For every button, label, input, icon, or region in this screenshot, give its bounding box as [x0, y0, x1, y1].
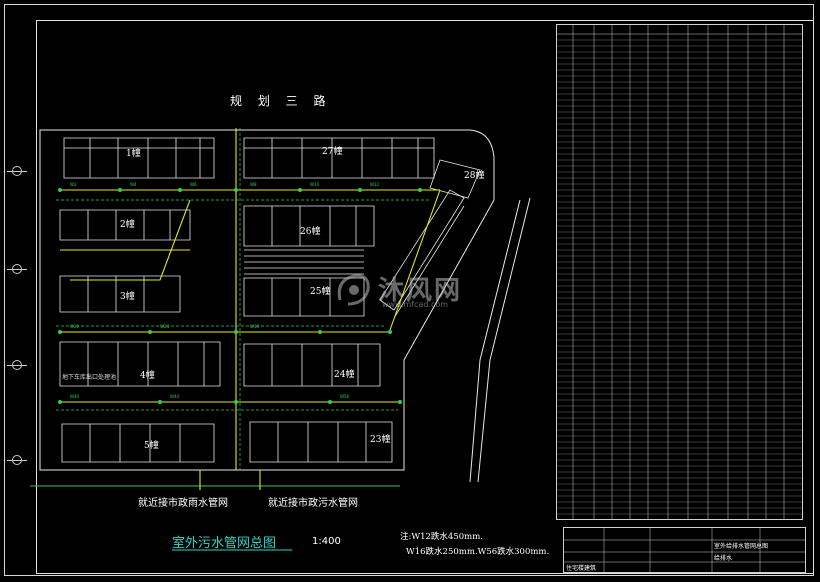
building-label-25: 25幢 [310, 287, 331, 297]
building-label-3: 3幢 [120, 292, 135, 302]
title-block-company: 住宅楼建筑 [566, 565, 597, 572]
svg-text:W8: W8 [250, 182, 257, 187]
building-label-28: 28幢 [464, 171, 485, 181]
pipe-schedule-table [556, 24, 803, 520]
site-boundary [30, 129, 531, 487]
drawing-border-inner [36, 20, 814, 574]
svg-text:W12: W12 [370, 182, 380, 187]
svg-text:W4: W4 [130, 182, 137, 187]
axis-marker-1 [7, 166, 27, 176]
rain-pipes [56, 128, 430, 470]
watermark-brand: 沐风网 [378, 276, 463, 306]
title-block [563, 527, 806, 573]
note-line-1: 注:W12跌水450mm. [400, 532, 483, 542]
garage-label: 地下车库出口处理池 [62, 374, 117, 381]
axis-marker-4 [7, 455, 27, 465]
building-label-5: 5幢 [144, 441, 159, 451]
sewer-network-caption: 就近接市政污水管网 [268, 498, 358, 509]
axis-marker-2 [7, 264, 27, 274]
svg-text:W44: W44 [170, 394, 180, 399]
road-name-label: 规 划 三 路 [230, 94, 332, 108]
drawing-title: 室外污水管网总图 [172, 536, 277, 551]
watermark-logo-icon [337, 274, 370, 306]
title-block-section: 给排水 [714, 555, 733, 562]
watermark-url: www.mfcad.com [382, 300, 449, 309]
building-label-27: 27幢 [322, 147, 343, 157]
drawing-scale: 1:400 [312, 536, 341, 547]
svg-text:W2: W2 [70, 182, 77, 187]
title-block-drawing-name: 室外给排水管网总图 [714, 543, 769, 550]
building-label-2: 2幢 [120, 220, 135, 230]
building-label-4: 4幢 [140, 371, 155, 381]
svg-text:W40: W40 [70, 394, 80, 399]
manholes [58, 188, 422, 404]
svg-text:W30: W30 [250, 324, 260, 329]
building-label-24: 24幢 [334, 370, 355, 380]
svg-text:W24: W24 [160, 324, 170, 329]
building-label-26: 26幢 [300, 227, 321, 237]
building-label-23: 23幢 [370, 435, 391, 445]
title-underline [172, 549, 292, 551]
pipe-schedule-frame [556, 24, 803, 520]
building-label-1: 1幢 [126, 149, 141, 159]
svg-text:W6: W6 [190, 182, 197, 187]
rain-network-caption: 就近接市政雨水管网 [138, 498, 228, 509]
pipe-annotations: W2 W4 W6 W8 W10 W12 W20 W24 W30 W40 W44 W56 [70, 182, 380, 399]
axis-marker-3 [7, 360, 27, 370]
sewer-pipes [60, 128, 441, 490]
building-outlines [59, 137, 481, 463]
title-block-grid [563, 527, 806, 573]
note-line-2: W16跌水250mm.W56跌水300mm. [406, 547, 550, 557]
svg-text:W20: W20 [70, 324, 80, 329]
svg-text:W56: W56 [340, 394, 350, 399]
watermark: 沐风网 www.mfcad.com [334, 268, 494, 312]
svg-text:W10: W10 [310, 182, 320, 187]
